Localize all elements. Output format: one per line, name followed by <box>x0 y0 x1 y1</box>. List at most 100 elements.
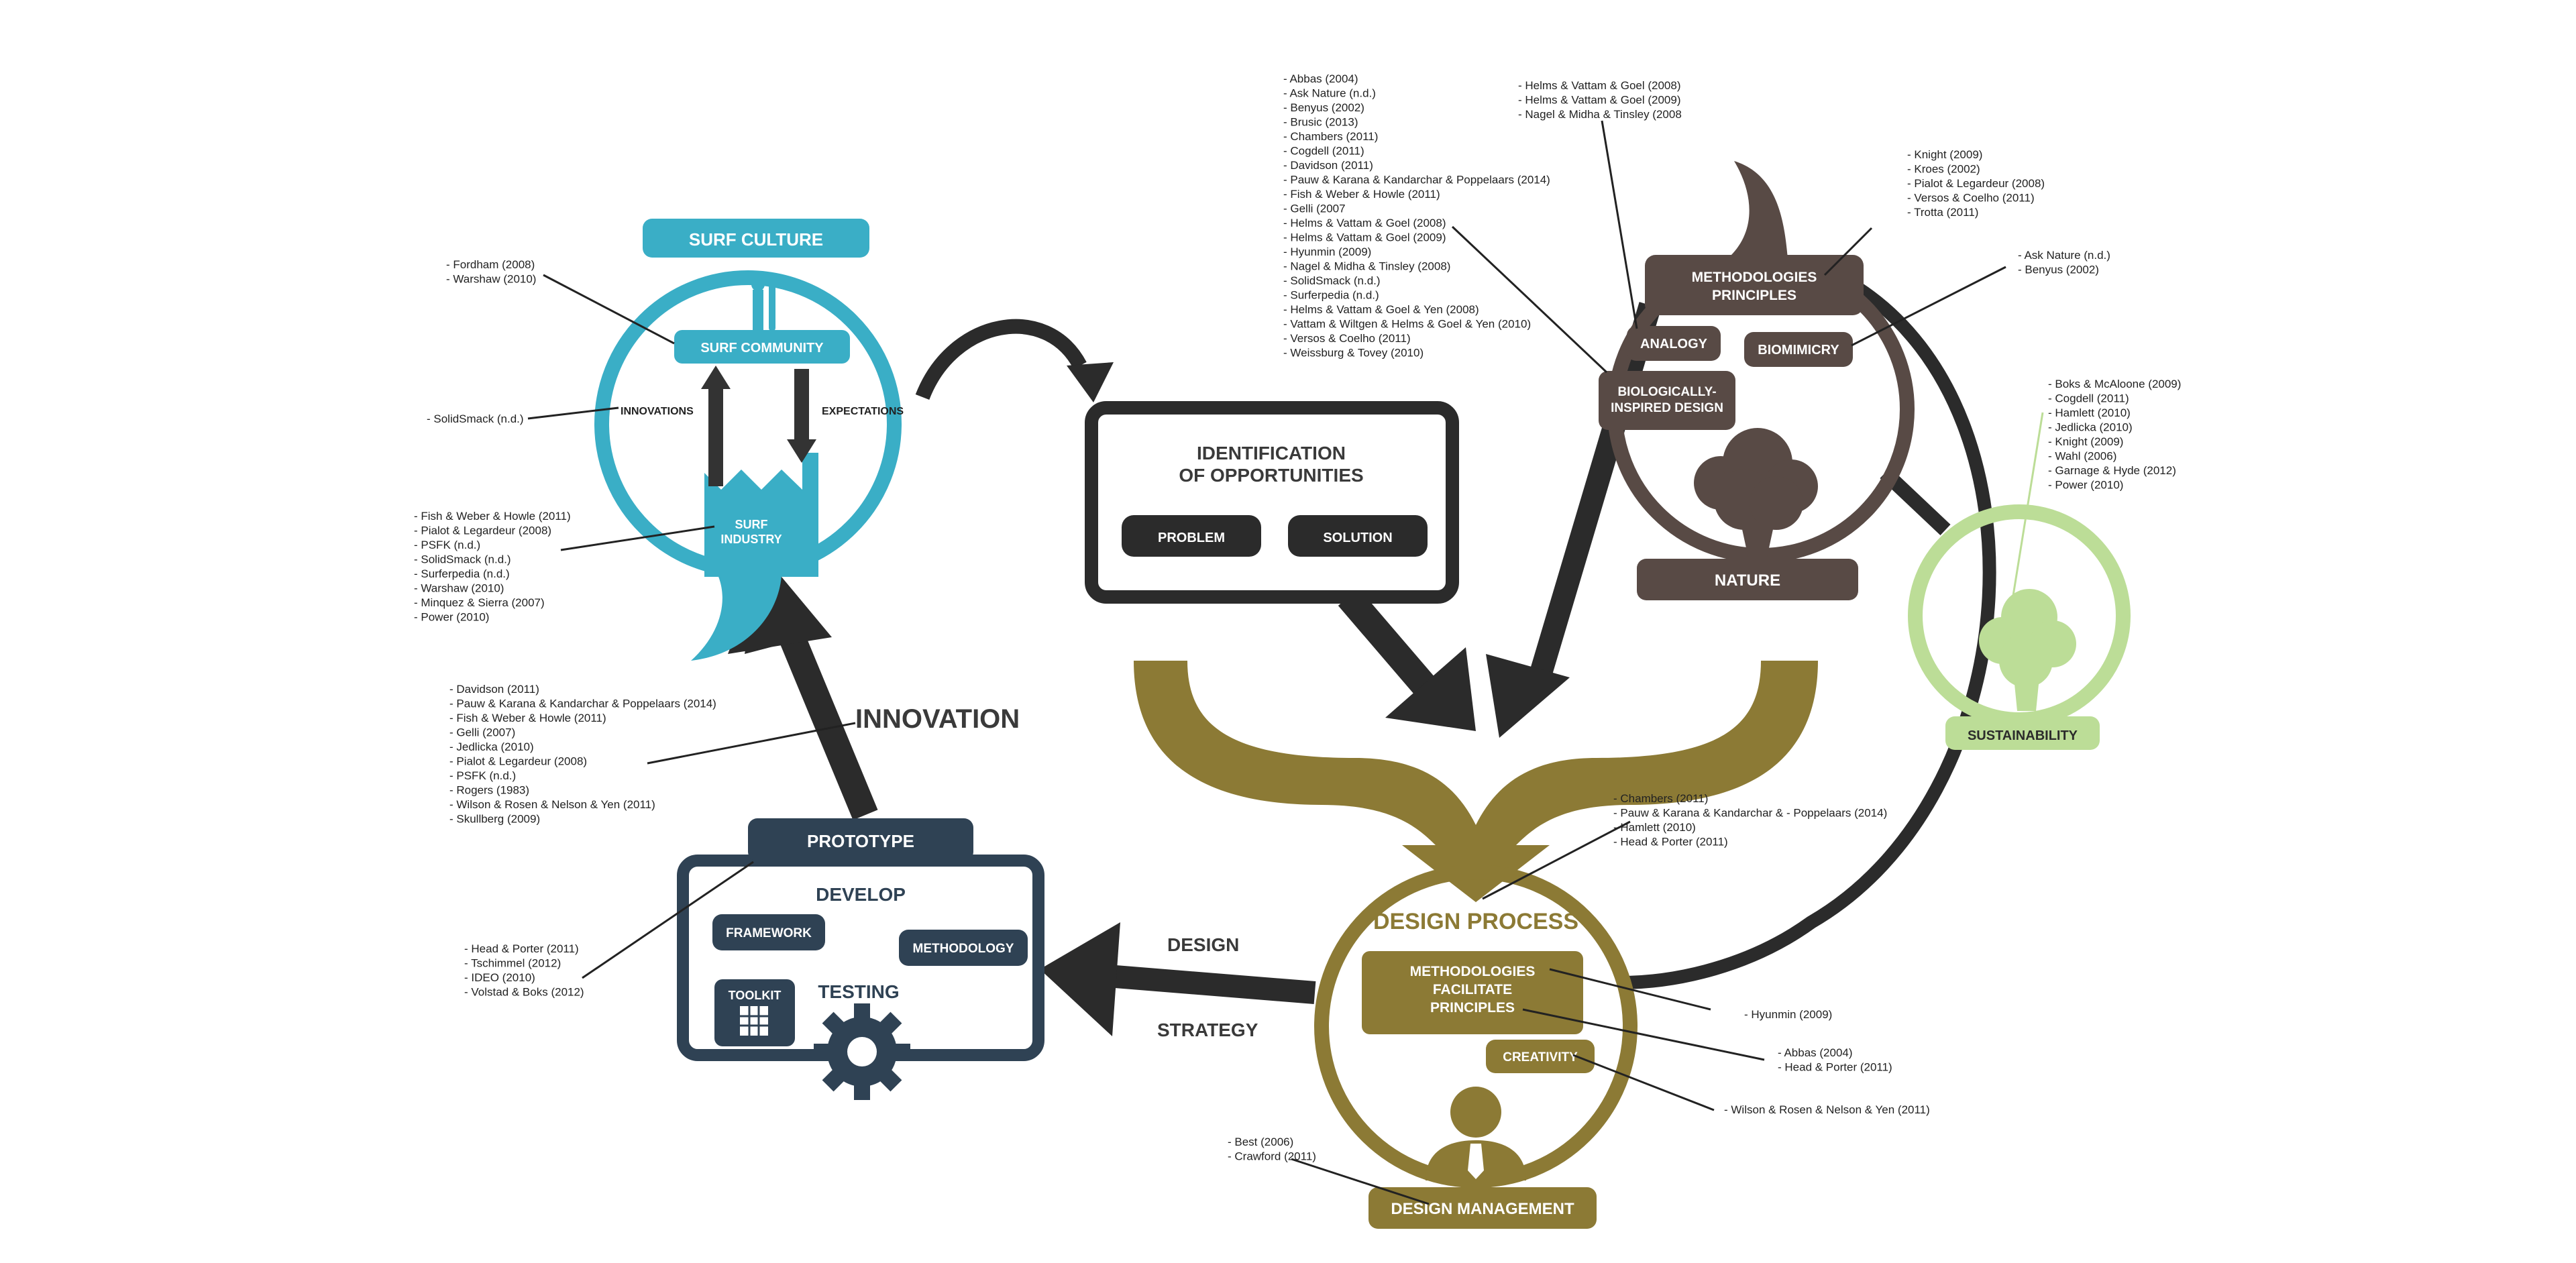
reference-innovation-item: - Wilson & Rosen & Nelson & Yen (2011) <box>449 798 655 811</box>
reference-surf-industry-item: - Warshaw (2010) <box>414 582 504 595</box>
nature-to-design-arrow-shaft <box>1530 302 1662 674</box>
sustainability-leader <box>2008 412 2044 621</box>
surf-culture-title-pill <box>643 219 869 258</box>
problem-label: PROBLEM <box>1158 531 1225 545</box>
sustainability-label: SUSTAINABILITY <box>1968 728 2078 743</box>
reference-sustainability-item: - Knight (2009) <box>2048 435 2123 448</box>
innovation-arrow-shaft <box>772 615 878 820</box>
biomimicry-label: BIOMIMICRY <box>1758 343 1839 358</box>
surf-culture-group: SURF CULTURE SURF COMMUNITY SURF INDUSTR… <box>594 219 904 661</box>
reference-lists: - Fordham (2008) - Warshaw (2010) - SolidS… <box>414 72 2181 1163</box>
expectations-label: EXPECTATIONS <box>822 406 904 417</box>
reference-innovation-item: - Jedlicka (2010) <box>449 740 534 753</box>
reference-design-process-item: - Pauw & Karana & Kandarchar & - Poppela… <box>1613 807 1887 820</box>
sustainability-pill <box>1945 716 2100 750</box>
reference-innovation-item: - Davidson (2011) <box>449 683 539 696</box>
meth-facilitate-label-3: PRINCIPLES <box>1430 1000 1515 1015</box>
reference-bio-design-item: - Pauw & Karana & Kandarchar & Poppelaar… <box>1283 174 1550 186</box>
testing-label: TESTING <box>818 981 899 1002</box>
reference-bio-design-item: - Fish & Weber & Howle (2011) <box>1283 188 1440 201</box>
reference-innovation-item: - Rogers (1983) <box>449 784 529 797</box>
reference-bio-design-item: - Davidson (2011) <box>1283 159 1373 172</box>
reference-surf-industry-item: - Power (2010) <box>414 611 489 624</box>
reference-bio-design-item: - Cogdell (2011) <box>1283 145 1364 158</box>
reference-bio-design-item: - Chambers (2011) <box>1283 130 1378 143</box>
reference-bio-design-item: - Gelli (2007 <box>1283 203 1346 215</box>
reference-bio-design-item: - Helms & Vattam & Goel (2009) <box>1283 231 1446 244</box>
curved-arrow-head <box>1067 362 1114 402</box>
surf-industry-label-1: SURF <box>735 518 768 531</box>
design-process-group: DESIGN PROCESS METHODOLOGIES FACILITATE … <box>1134 661 1818 1229</box>
prototype-group: PROTOTYPE DEVELOP FRAMEWORK METHODOLOGY … <box>677 818 1044 1100</box>
reference-bio-design-item: - Brusic (2013) <box>1283 116 1358 129</box>
reference-surf-industry-item: - Pialot & Legardeur (2008) <box>414 525 551 537</box>
nature-to-design-arrow-head <box>1486 654 1570 738</box>
surf-community-pill <box>674 330 850 364</box>
reference-analogy-item: - Helms & Vattam & Goel (2009) <box>1518 94 1681 107</box>
design-label: DESIGN <box>1167 934 1239 955</box>
reference-analogy-item: - Nagel & Midha & Tinsley (2008 <box>1518 108 1682 121</box>
reference-design-process-item: - Hamlett (2010) <box>1613 821 1696 834</box>
reference-methodologies-item: - Versos & Coelho (2011) <box>1907 192 2035 205</box>
design-management-label: DESIGN MANAGEMENT <box>1391 1200 1574 1218</box>
reference-methodologies-item: - Knight (2009) <box>1907 148 1982 161</box>
surf-community-label: SURF COMMUNITY <box>700 341 824 355</box>
reference-sustainability-item: - Power (2010) <box>2048 479 2123 492</box>
reference-surf-industry-item: - SolidSmack (n.d.) <box>414 553 511 566</box>
leader-lines <box>527 120 2044 1205</box>
reference-prototype-item: - Head & Porter (2011) <box>464 942 579 955</box>
meth-facilitate-pill <box>1362 951 1583 1034</box>
reference-principles-item: - Head & Porter (2011) <box>1778 1061 1892 1074</box>
surfer-body <box>753 290 763 330</box>
nature-group: METHODOLOGIES PRINCIPLES ANALOGY BIOMIMI… <box>1599 161 1915 600</box>
reference-design-process-item: - Head & Porter (2011) <box>1613 836 1728 848</box>
methodologies-pill <box>1645 255 1864 315</box>
innovation-label: INNOVATION <box>855 704 1020 734</box>
reference-creativity-item: - Wilson & Rosen & Nelson & Yen (2011) <box>1724 1103 1930 1116</box>
sustainability-group: SUSTAINABILITY <box>1908 504 2131 750</box>
reference-bio-design-item: - Surferpedia (n.d.) <box>1283 289 1379 302</box>
reference-innovations-item: - SolidSmack (n.d.) <box>427 413 524 425</box>
reference-bio-design-item: - SolidSmack (n.d.) <box>1283 274 1381 287</box>
toolkit-grid-icon <box>740 1006 768 1036</box>
identification-title-2: OF OPPORTUNITIES <box>1179 465 1363 486</box>
surf-wave-tail <box>691 563 782 661</box>
reference-sustainability-item: - Hamlett (2010) <box>2048 406 2131 419</box>
prototype-title: PROTOTYPE <box>807 831 914 851</box>
bio-design-pill <box>1599 371 1735 430</box>
reference-bio-design-item: - Vattam & Wiltgen & Helms & Goel & Yen … <box>1283 318 1531 331</box>
surfer-head <box>751 278 765 291</box>
identification-box <box>1085 401 1459 604</box>
funnel-bracket <box>1134 661 1818 902</box>
reference-methodologies-item: - Pialot & Legardeur (2008) <box>1907 177 2045 190</box>
gear-icon <box>814 1003 910 1100</box>
biomimicry-pill <box>1744 332 1853 367</box>
reference-sustainability-item: - Boks & McAloone (2009) <box>2048 378 2181 390</box>
leaf-horn-icon <box>1724 161 1788 262</box>
tree-icon <box>1694 428 1818 563</box>
reference-surf-culture-item: - Fordham (2008) <box>446 258 535 271</box>
sustainability-tree-icon <box>1979 589 2076 711</box>
reference-methodologies-item: - Trotta (2011) <box>1907 206 1978 219</box>
problem-pill <box>1122 515 1261 557</box>
reference-management-item: - Crawford (2011) <box>1228 1150 1316 1163</box>
identification-to-design-arrow-shaft <box>1338 588 1440 700</box>
reference-surf-culture-item: - Warshaw (2010) <box>446 273 536 286</box>
reference-prototype-item: - Volstad & Boks (2012) <box>464 986 584 999</box>
reference-surf-industry-item: - Surferpedia (n.d.) <box>414 567 510 580</box>
return-arc <box>1619 282 1996 989</box>
reference-bio-design-item: - Benyus (2002) <box>1283 101 1364 114</box>
reference-bio-design-item: - Helms & Vattam & Goel & Yen (2008) <box>1283 303 1479 316</box>
prototype-title-pill <box>748 818 973 861</box>
framework-label: FRAMEWORK <box>726 926 812 940</box>
reference-sustainability-item: - Wahl (2006) <box>2048 450 2116 463</box>
reference-innovation-item: - Pauw & Karana & Kandarchar & Poppelaar… <box>449 698 716 710</box>
manager-tie <box>1468 1144 1484 1179</box>
methodologies-label-1: METHODOLOGIES <box>1692 270 1817 285</box>
reference-bio-design-item: - Hyunmin (2009) <box>1283 245 1371 258</box>
reference-design-process-item: - Chambers (2011) <box>1613 792 1708 805</box>
reference-sustainability-item: - Jedlicka (2010) <box>2048 421 2133 434</box>
solution-pill <box>1288 515 1428 557</box>
analogy-pill <box>1627 326 1721 361</box>
